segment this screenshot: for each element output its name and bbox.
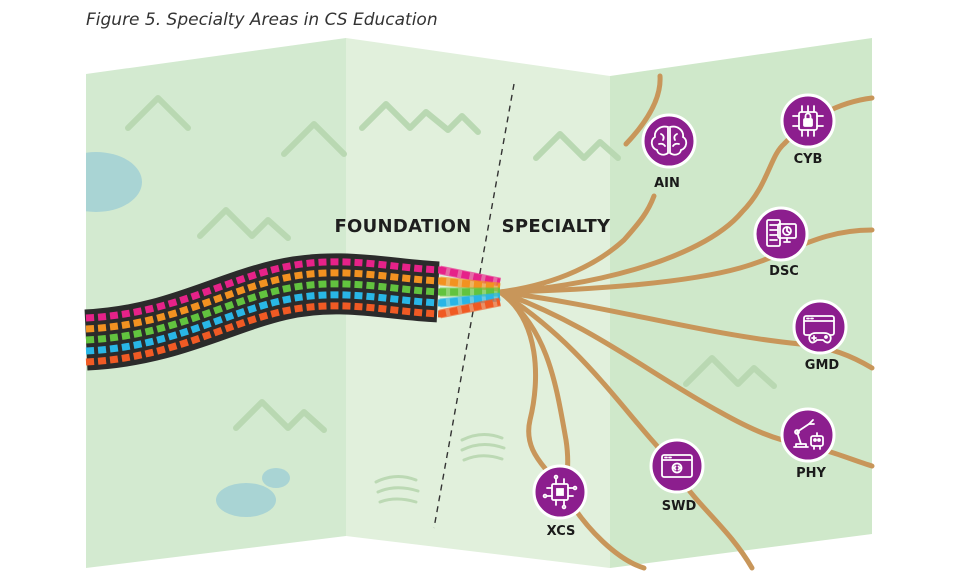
specialty-badge-phy[interactable]: PHY: [780, 407, 836, 481]
foundation-ribbon: [84, 253, 501, 371]
circuit-chip-icon: [542, 474, 578, 510]
map-lakes: [86, 152, 290, 517]
map-mountains: [125, 95, 777, 433]
mountain-icon: [125, 95, 191, 131]
specialty-badge-cyb[interactable]: CYB: [780, 93, 836, 167]
mountain-icon: [197, 207, 291, 241]
ribbon-tail: [439, 297, 501, 319]
data-analytics-icon: [766, 219, 797, 247]
map-hatching: [374, 433, 506, 504]
specialty-badge-swd[interactable]: SWD: [649, 438, 705, 514]
road-gmd: [497, 289, 875, 371]
specialty-label: SPECIALTY: [502, 216, 611, 237]
mountain-icon: [281, 121, 347, 157]
mountain-icon: [533, 131, 621, 161]
figure-caption: Figure 5. Specialty Areas in CS Educatio…: [86, 10, 438, 30]
specialty-badge-dsc[interactable]: DSC: [753, 206, 809, 279]
specialty-code-swd: SWD: [662, 499, 697, 514]
mountain-icon: [359, 101, 481, 135]
lake-left: [86, 152, 142, 212]
ribbon-tail: [439, 276, 501, 292]
road-xcs: [497, 289, 647, 571]
specialty-badges: AIN CYB DSC: [532, 93, 848, 539]
road-dsc: [497, 227, 875, 295]
specialty-code-phy: PHY: [796, 466, 826, 481]
software-window-icon: [661, 454, 693, 478]
mountain-icon: [233, 399, 327, 433]
ribbon-tail: [439, 292, 501, 308]
specialty-badge-ain[interactable]: AIN: [641, 113, 697, 191]
lake-bottom-small: [262, 468, 290, 488]
ribbon-backing: [84, 253, 500, 371]
specialty-code-gmd: GMD: [805, 358, 840, 373]
security-lock-icon: [792, 105, 824, 137]
road-branch-lower: [497, 289, 551, 475]
specialty-badge-gmd[interactable]: GMD: [792, 299, 848, 373]
specialty-code-xcs: XCS: [547, 524, 576, 539]
road-top-edge: [623, 73, 663, 147]
specialty-badge-xcs[interactable]: XCS: [532, 464, 588, 539]
brain-icon: [650, 125, 688, 156]
robot-arm-icon: [793, 419, 824, 450]
specialty-code-ain: AIN: [654, 176, 680, 191]
specialty-code-dsc: DSC: [769, 264, 799, 279]
lake-bottom-large: [216, 483, 276, 517]
game-controller-icon: [803, 315, 835, 344]
road-ain: [497, 193, 657, 295]
mountain-icon: [683, 355, 777, 389]
ribbon-tail: [439, 265, 501, 287]
foundation-label: FOUNDATION: [334, 216, 471, 237]
specialty-code-cyb: CYB: [794, 152, 823, 167]
